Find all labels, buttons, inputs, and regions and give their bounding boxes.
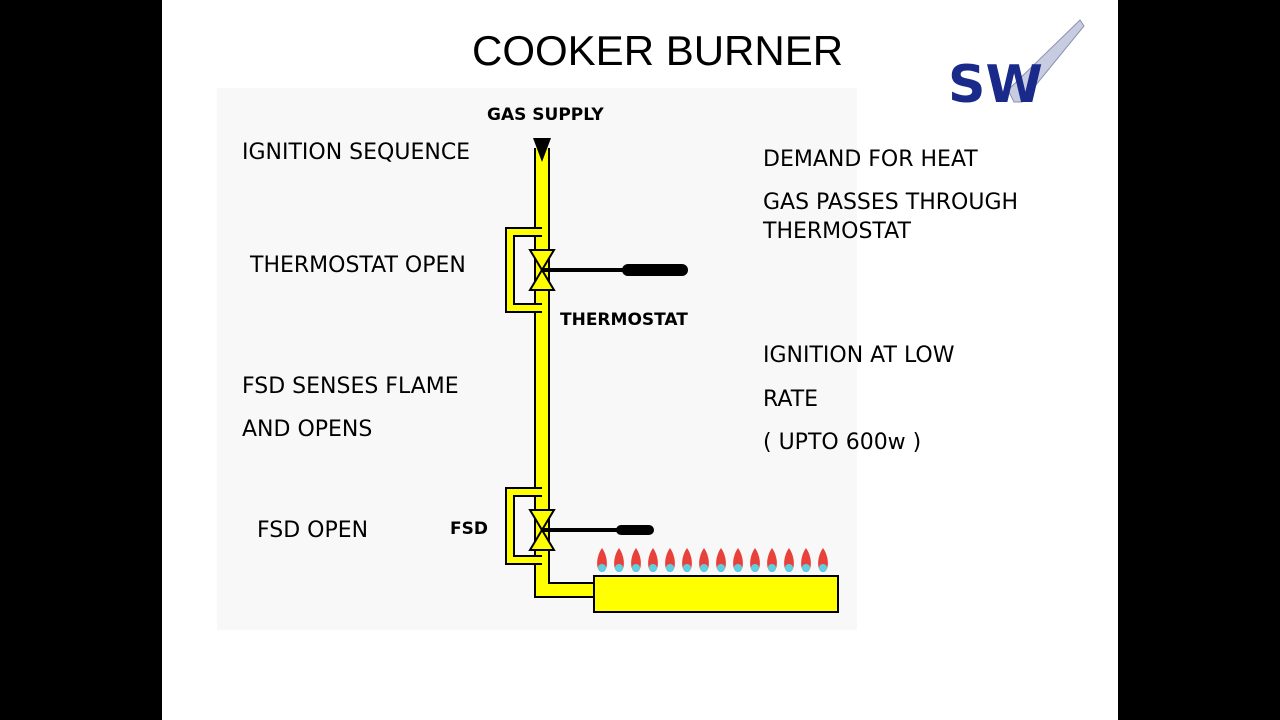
flame-icon [750,548,760,572]
label-thermostat: THERMOSTAT [560,310,688,330]
step-ignition-sequence: IGNITION SEQUENCE [242,140,471,165]
flame-icon [631,548,641,572]
label-fsd: FSD [450,519,488,539]
flame-icon [665,548,675,572]
sw-logo: SW [948,18,1088,115]
flame-icon [801,548,811,572]
label-gas-supply: GAS SUPPLY [487,105,604,125]
flame-icon [716,548,726,572]
thermostat-valve-icon [528,249,688,291]
step-thermostat-open: THERMOSTAT OPEN [250,253,466,278]
flame-icon [614,548,624,572]
step-fsd-senses-line1: FSD SENSES FLAME [242,374,459,399]
note-ignition-line2: RATE [763,387,819,412]
flame-icon [733,548,743,572]
note-demand-for-heat: DEMAND FOR HEAT [763,147,978,172]
step-fsd-open: FSD OPEN [257,518,369,543]
flame-icon [784,548,794,572]
flame-icon [648,548,658,572]
slide-title: COOKER BURNER [472,27,844,74]
burner-bar [593,575,839,613]
gas-pipe [505,148,597,598]
flame-icon [818,548,828,572]
flame-icon [767,548,777,572]
step-fsd-senses-line2: AND OPENS [242,417,373,442]
fsd-valve-icon [528,509,654,551]
note-ignition-line3: ( UPTO 600w ) [763,430,922,455]
flame-icon [699,548,709,572]
note-gas-passes-line1: GAS PASSES THROUGH [763,190,1019,215]
slide: COOKER BURNER SW IGNITION SEQUENCE THERM… [162,0,1118,720]
note-ignition-line1: IGNITION AT LOW [763,343,955,368]
sw-checkmark-logo-icon: SW [948,19,1085,115]
flame-row [597,548,828,572]
note-gas-passes-line2: THERMOSTAT [763,219,911,244]
flame-icon [597,548,607,572]
gas-supply-arrow-icon [533,138,551,162]
logo-text: SW [948,55,1043,108]
gas-pipe-diagram: GAS SUPPLY THERMOSTAT FSD [450,105,839,613]
flame-icon [682,548,692,572]
